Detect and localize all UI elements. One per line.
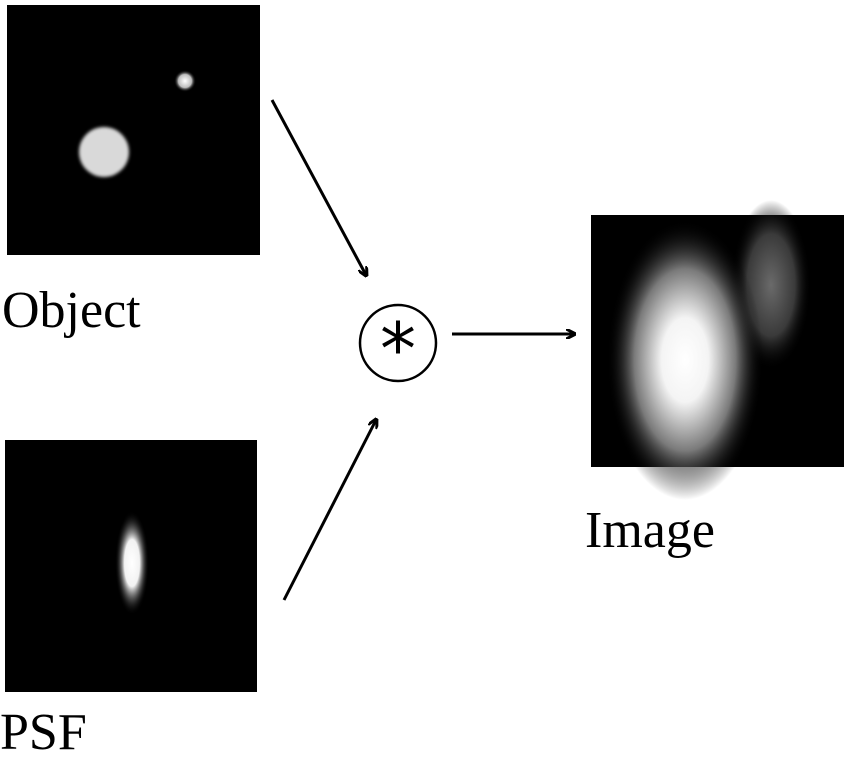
arrow-object-to-operator [270, 99, 366, 275]
object-small-spot [174, 70, 196, 92]
psf-panel [5, 440, 257, 692]
convolution-symbol: * [380, 307, 416, 391]
image-main-blur [607, 220, 763, 500]
object-label: Object [2, 282, 141, 339]
object-large-spot [79, 127, 129, 177]
psf-label: PSF [0, 704, 87, 761]
image-label: Image [585, 502, 715, 559]
arrow-psf-to-operator [282, 420, 376, 601]
convolution-operator: * [358, 303, 438, 391]
image-panel [591, 200, 844, 500]
psf-spot [115, 511, 149, 615]
object-panel [7, 5, 260, 255]
